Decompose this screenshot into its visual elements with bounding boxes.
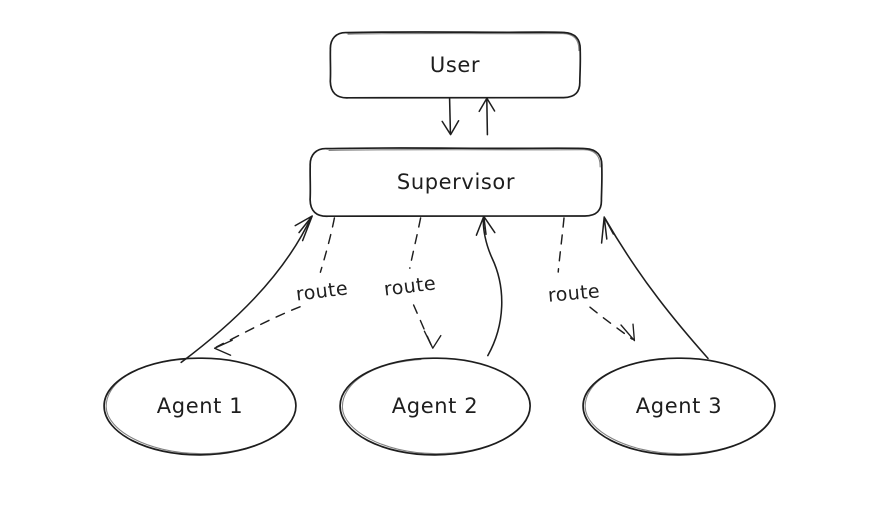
edge-agent-3-to-supervisor-line [604, 218, 709, 360]
edge-supervisor-to-agent-1-line [319, 217, 336, 273]
edge-supervisor-to-agent-2-line [409, 217, 422, 269]
edge-label-route-1: route [295, 277, 349, 305]
edge-agent-2-to-supervisor-line [482, 216, 503, 357]
edge-user-to-supervisor[interactable] [441, 97, 460, 136]
route-label-2-text: route [383, 272, 437, 300]
edge-supervisor-to-user-arrowhead [478, 97, 496, 113]
agent-3-ellipse-shape [582, 357, 776, 456]
edge-agent-3-to-supervisor-arrowhead [600, 216, 615, 244]
edge-agent-3-to-supervisor[interactable] [600, 216, 709, 360]
edge-supervisor-to-agent-1-line-lower [215, 306, 301, 348]
edge-supervisor-to-user[interactable] [478, 97, 496, 136]
agent-3-label: Agent 3 [636, 394, 722, 418]
supervisor-box-shape-sketch [328, 149, 601, 168]
edge-supervisor-to-agent-3[interactable] [557, 217, 636, 342]
node-agent-1[interactable]: Agent 1 [103, 357, 297, 456]
edge-label-route-3: route [547, 280, 601, 306]
edge-agent-1-to-supervisor-arrowhead [294, 215, 313, 242]
node-supervisor[interactable]: Supervisor [309, 147, 603, 218]
agent-1-ellipse-shape [103, 357, 297, 456]
agent-2-ellipse-shape [339, 357, 531, 456]
edge-supervisor-to-agent-3-line-lower [589, 306, 633, 340]
edge-supervisor-to-agent-1[interactable] [213, 217, 336, 356]
agent-2-label: Agent 2 [392, 394, 478, 418]
node-agent-2[interactable]: Agent 2 [339, 357, 531, 456]
agent-3-ellipse-shape-sketch [584, 358, 772, 455]
edge-agent-2-to-supervisor[interactable] [475, 215, 503, 357]
node-agent-3[interactable]: Agent 3 [582, 357, 776, 456]
route-label-1-text: route [295, 277, 349, 305]
edge-supervisor-to-agent-1-arrowhead [213, 339, 233, 356]
node-user[interactable]: User [329, 31, 582, 99]
agent-1-ellipse-shape-sketch [105, 358, 293, 455]
edge-supervisor-to-agent-2[interactable] [409, 217, 442, 349]
edge-agent-1-to-supervisor[interactable] [180, 215, 313, 364]
supervisor-label: Supervisor [397, 170, 515, 194]
edge-user-to-supervisor-arrowhead [441, 120, 460, 136]
edge-user-to-supervisor-line [448, 97, 452, 135]
edge-supervisor-to-agent-2-arrowhead [423, 330, 442, 349]
edge-supervisor-to-user-line [486, 98, 489, 136]
edge-agent-2-to-supervisor-arrowhead [475, 215, 496, 236]
supervisor-box-shape [309, 147, 603, 218]
edge-label-route-2: route [383, 272, 437, 300]
route-label-3-text: route [547, 280, 601, 306]
edge-supervisor-to-agent-3-arrowhead [620, 323, 636, 342]
edge-supervisor-to-agent-3-line [557, 217, 565, 273]
user-box-shape-sketch [347, 33, 580, 52]
user-label: User [430, 53, 480, 77]
agent-1-label: Agent 1 [157, 394, 243, 418]
agent-2-ellipse-shape-sketch [341, 358, 527, 455]
user-box-shape [329, 31, 582, 99]
edge-agent-1-to-supervisor-line [180, 216, 313, 364]
